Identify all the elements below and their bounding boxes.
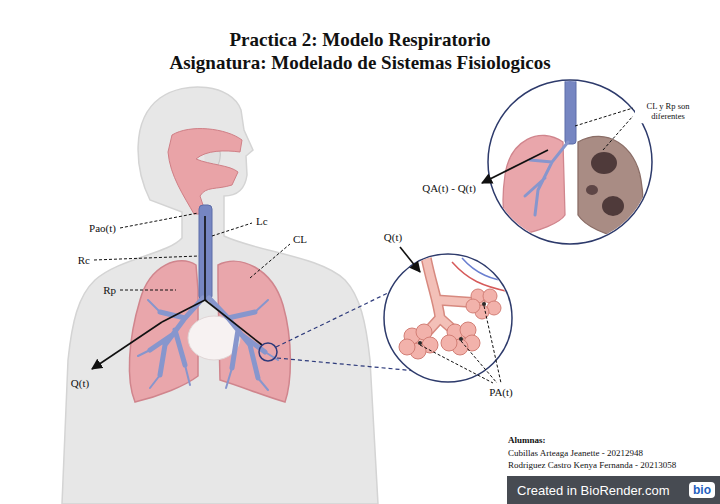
lesion — [586, 185, 598, 195]
dot — [482, 302, 486, 306]
left-lung — [129, 261, 198, 402]
leader-line — [420, 345, 493, 383]
pa-leaders — [420, 306, 501, 383]
signal-label: PA(t) — [489, 386, 512, 399]
leader-line — [120, 290, 176, 291]
vessel-blue — [462, 258, 512, 282]
inset-bronchi — [525, 142, 568, 215]
alveolar-sac — [399, 289, 501, 359]
leader-line — [484, 306, 501, 383]
dot — [418, 341, 422, 345]
inset-trachea — [565, 78, 576, 144]
bronchial-tree — [138, 298, 278, 390]
parameter-label: CL — [293, 233, 307, 246]
flow-line — [205, 300, 262, 345]
badge-text: Created in BioRender.com — [517, 483, 669, 498]
title-text: Practica 2: Modelo Respiratorio — [229, 29, 490, 51]
body-silhouette — [62, 87, 378, 504]
badge-box: Created in BioRender.com bio — [507, 476, 720, 504]
flow-arrow — [92, 322, 162, 369]
zoom-marker — [259, 343, 277, 361]
parameter-label: Rc — [78, 254, 90, 267]
parameter-label: Lc — [256, 215, 268, 228]
parameter-label: Rp — [103, 284, 116, 297]
lesion — [591, 152, 617, 174]
signal-label: Q(t) — [71, 377, 89, 390]
bronchus — [525, 142, 568, 215]
leader-line — [461, 341, 497, 383]
credits-line: Rodriguez Castro Kenya Fernanda - 202130… — [508, 460, 676, 470]
vessel-red — [452, 262, 510, 292]
dot — [459, 337, 463, 341]
logo-text: bio — [693, 483, 711, 497]
flow-arrow — [482, 150, 548, 183]
alveolus — [441, 335, 457, 351]
leader-line — [575, 108, 633, 126]
logo-box: bio — [689, 482, 715, 498]
credits-line: Cubillas Arteaga Jeanette - 20212948 — [508, 448, 643, 458]
alveolus — [399, 339, 415, 355]
subtitle-text: Asignatura: Modelado de Sistemas Fisiolo… — [169, 52, 550, 74]
leader-line — [250, 244, 290, 278]
leader-line — [120, 213, 198, 228]
bronchiole — [138, 300, 278, 390]
leader-lines — [94, 213, 290, 290]
inset-lungs — [503, 78, 643, 239]
healthy-lung — [503, 135, 565, 236]
signal-label: Pao(t) — [89, 222, 116, 235]
credits-heading: Alumnas: — [508, 435, 546, 445]
leader-line — [603, 116, 633, 150]
leader-line — [94, 256, 199, 260]
signal-label: QA(t) - Q(t) — [422, 182, 476, 195]
nasal-oral-cavity — [168, 129, 242, 214]
note-text: CL y Rp son diferentes — [635, 101, 701, 123]
zoom-line — [276, 292, 390, 347]
flow-line — [162, 216, 205, 322]
alveolus — [466, 299, 480, 313]
alveolar-dots — [418, 302, 486, 345]
leader-line — [212, 223, 252, 236]
diseased-lung — [578, 136, 643, 239]
lesion — [602, 196, 624, 216]
inset-leaders — [575, 108, 633, 150]
signal-label: Q(t) — [384, 231, 402, 244]
flow-arrow — [400, 247, 420, 272]
